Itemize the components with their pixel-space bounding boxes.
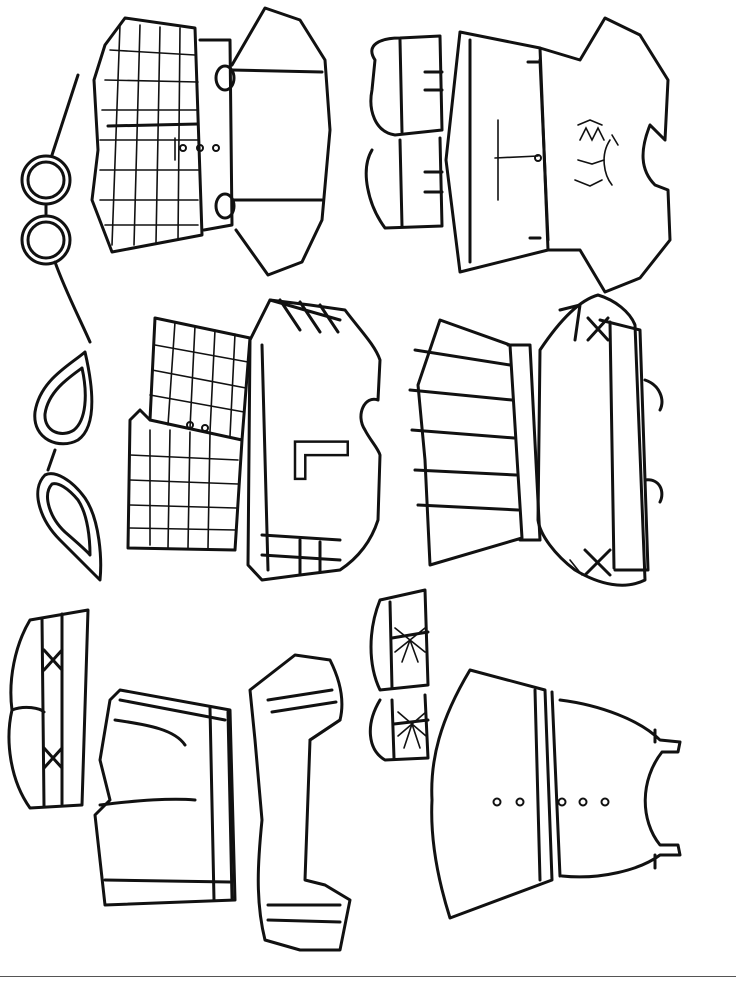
round-glasses-icon (20, 73, 92, 344)
plaid-skirt-icon (126, 316, 252, 552)
pleated-skirt-icon (408, 318, 542, 567)
letter-sweater-icon: L (246, 298, 382, 582)
lace-up-socks-icon (7, 608, 90, 810)
knit-hat-icon (536, 293, 664, 587)
shorts-icon (93, 688, 237, 907)
long-sleeve-top-icon (248, 653, 352, 952)
ankle-socks-icon (364, 34, 444, 230)
cat-face-tshirt-icon (444, 16, 672, 294)
sweater-letter: L (278, 435, 362, 481)
page-bottom-rule (0, 976, 736, 977)
bow-socks-icon (368, 588, 430, 762)
button-dress-icon (430, 668, 682, 920)
cat-eye-glasses-icon (33, 350, 103, 582)
plaid-dress-icon (90, 6, 332, 277)
